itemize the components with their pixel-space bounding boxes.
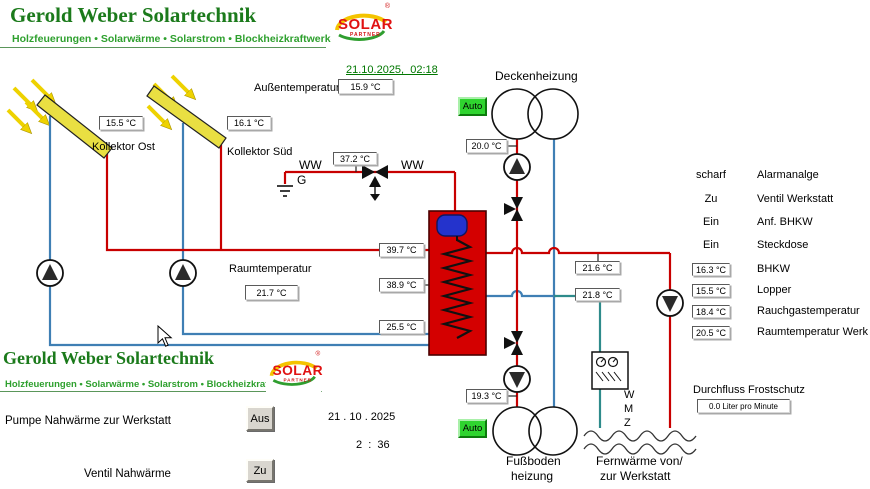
heat-meter-wmz-icon	[591, 351, 629, 390]
solar-logo-subtext: PARTNER	[350, 32, 381, 38]
footer-subtitle: Holzfeuerungen • Solarwärme • Solarstrom…	[5, 379, 299, 390]
pump-nahwaerme-button[interactable]: Aus	[246, 406, 274, 431]
ww-mixing-valve-icon	[362, 165, 388, 201]
solar-partner-logo: SOLAR PARTNER ®	[331, 2, 393, 48]
remote-heat-label-line1: Fernwärme von/	[596, 454, 683, 468]
sun-rays-ost-icon	[6, 78, 50, 128]
pump-ceiling-heating-icon	[503, 153, 531, 181]
flow-meter-value: 0.0 Liter pro Minute	[697, 399, 790, 413]
floor-auto-button[interactable]: Auto	[458, 419, 487, 438]
outdoor-temp-label: Außentemperatur	[254, 82, 340, 94]
collector-sued-label: Kollektor Süd	[227, 146, 293, 158]
room-temp-label: Raumtemperatur	[229, 263, 312, 275]
status-value-socket: Ein	[703, 239, 719, 251]
status-value-alarm-system: scharf	[696, 169, 726, 181]
status-value-bhkw-request: Ein	[703, 216, 719, 228]
pump-kollektor-ost-icon	[36, 259, 64, 287]
solar-logo-text: SOLAR	[338, 16, 393, 33]
collector-sued-temp: 16.1 °C	[227, 116, 271, 130]
tank-temp-top: 39.7 °C	[379, 243, 424, 257]
collector-ost-temp: 15.5 °C	[99, 116, 143, 130]
status-label-socket: Steckdose	[757, 239, 809, 251]
ceiling-heating-label: Deckenheizung	[495, 69, 578, 83]
ceiling-circuit-valve-icon	[504, 197, 523, 221]
footer-title: Gerold Weber Solartechnik	[3, 348, 215, 368]
sensor-stubs	[355, 145, 599, 397]
collector-sued-panel	[146, 85, 227, 149]
collector-ost-label: Kollektor Ost	[92, 141, 155, 153]
floor-flow-temp: 19.3 °C	[466, 389, 507, 403]
collector-ost-panel	[36, 94, 113, 159]
valve-nahwaerme-button[interactable]: Zu	[246, 459, 274, 482]
network-return-temp: 21.8 °C	[575, 288, 620, 301]
status-value-workshop-room-temp: 20.5 °C	[692, 326, 730, 339]
outdoor-temp-value: 15.9 °C	[338, 79, 393, 94]
remote-connection-waves-icon	[583, 430, 697, 455]
status-label-lopper-temp: Lopper	[757, 284, 792, 296]
footer-divider	[0, 391, 322, 392]
pump-floor-heating-icon	[503, 365, 531, 393]
ground-symbol-icon	[277, 185, 293, 197]
brand-divider	[0, 47, 326, 48]
ground-label: G	[297, 173, 307, 187]
tank-coil-icon	[439, 239, 475, 339]
pump-nahwaerme-label: Pumpe Nahwärme zur Werkstatt	[5, 415, 171, 427]
floor-heating-symbol	[492, 406, 578, 456]
ww-label-left: WW	[299, 158, 322, 172]
floor-circuit-valve-icon	[504, 331, 523, 355]
network-supply-temp: 21.6 °C	[575, 261, 620, 274]
floor-heating-label-line2: heizung	[511, 469, 554, 483]
cold-pipes	[48, 116, 556, 407]
remote-heat-label-line2: zur Werkstatt	[600, 469, 671, 483]
meter-letter-w: W	[624, 389, 635, 401]
brand-subtitle: Holzfeuerungen • Solarwärme • Solarstrom…	[12, 33, 337, 45]
meter-letter-z: Z	[624, 417, 631, 429]
status-label-workshop-room-temp: Raumtemperatur Werk	[757, 326, 869, 338]
solar-logo-swoosh-icon	[335, 13, 388, 41]
page-title: Gerold Weber Solartechnik	[10, 3, 257, 27]
status-label-fluegas-temp: Rauchgastemperatur	[757, 305, 860, 317]
datetime-display: 21.10.2025, 02:18	[346, 64, 438, 76]
ceiling-flow-temp: 20.0 °C	[466, 139, 507, 153]
meter-letter-m: M	[624, 403, 634, 415]
ceiling-heating-symbol	[491, 88, 579, 140]
status-value-lopper-temp: 15.5 °C	[692, 284, 730, 297]
status-label-bhkw-request: Anf. BHKW	[757, 216, 813, 228]
status-label-bhkw-temp: BHKW	[757, 263, 790, 275]
floor-heating-label-line1: Fußboden	[506, 454, 561, 468]
flow-meter-label: Durchfluss Frostschutz	[693, 384, 805, 396]
status-label-alarm-system: Alarmanalge	[757, 169, 819, 181]
registered-mark-icon: ®	[384, 3, 390, 10]
valve-nahwaerme-label: Ventil Nahwärme	[84, 468, 171, 480]
pump-kollektor-sued-icon	[169, 259, 197, 287]
tank-temp-bottom: 25.5 °C	[379, 320, 424, 334]
status-label-werkstatt-valve: Ventil Werkstatt	[757, 193, 834, 205]
buffer-tank	[428, 210, 487, 356]
tank-hot-water-zone	[436, 214, 468, 237]
pump-fernwaerme-icon	[656, 289, 684, 317]
room-temp-value: 21.7 °C	[245, 285, 298, 300]
mouse-cursor-icon	[157, 324, 173, 347]
footer-registered-mark-icon: ®	[315, 350, 321, 358]
ww-label-right: WW	[401, 158, 424, 172]
status-value-werkstatt-valve: Zu	[704, 193, 718, 205]
footer-solar-logo-subtext: PARTNER	[283, 377, 312, 384]
footer-solar-logo-swoosh-icon	[269, 360, 318, 386]
bottom-time-display: 2 : 36	[356, 439, 390, 451]
tank-temp-mid: 38.9 °C	[379, 278, 424, 292]
status-value-fluegas-temp: 18.4 °C	[692, 305, 730, 318]
ww-temp-value: 37.2 °C	[333, 152, 377, 165]
footer-solar-partner-logo: SOLAR PARTNER ®	[266, 350, 324, 393]
status-value-bhkw-temp: 16.3 °C	[692, 263, 730, 276]
bottom-date-display: 21 . 10 . 2025	[328, 411, 396, 423]
ceiling-auto-button[interactable]: Auto	[458, 97, 487, 116]
footer-solar-logo-text: SOLAR	[272, 362, 324, 379]
